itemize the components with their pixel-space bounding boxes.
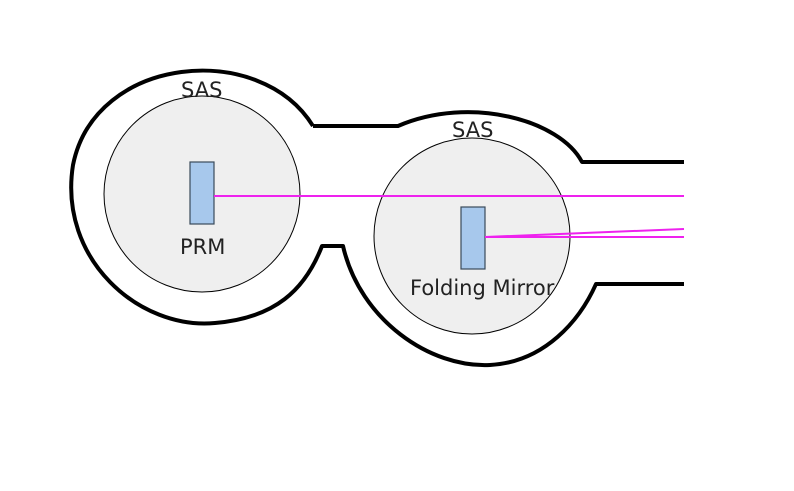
sas-right-label: SAS <box>452 118 493 142</box>
sas-right: SAS Folding Mirror <box>373 118 571 335</box>
prm-label: PRM <box>180 235 225 259</box>
beam-fold-upper <box>484 228 685 238</box>
vacuum-envelope <box>69 68 684 368</box>
laser-beams <box>214 195 685 238</box>
prm-mirror <box>189 161 215 225</box>
sas-left-label: SAS <box>181 78 222 102</box>
envelope-upper-outline <box>69 68 684 368</box>
sas-left: SAS PRM <box>103 78 301 293</box>
envelope-upper-neck <box>313 110 684 164</box>
folding-mirror <box>460 206 486 270</box>
folding-mirror-label: Folding Mirror <box>410 276 555 300</box>
